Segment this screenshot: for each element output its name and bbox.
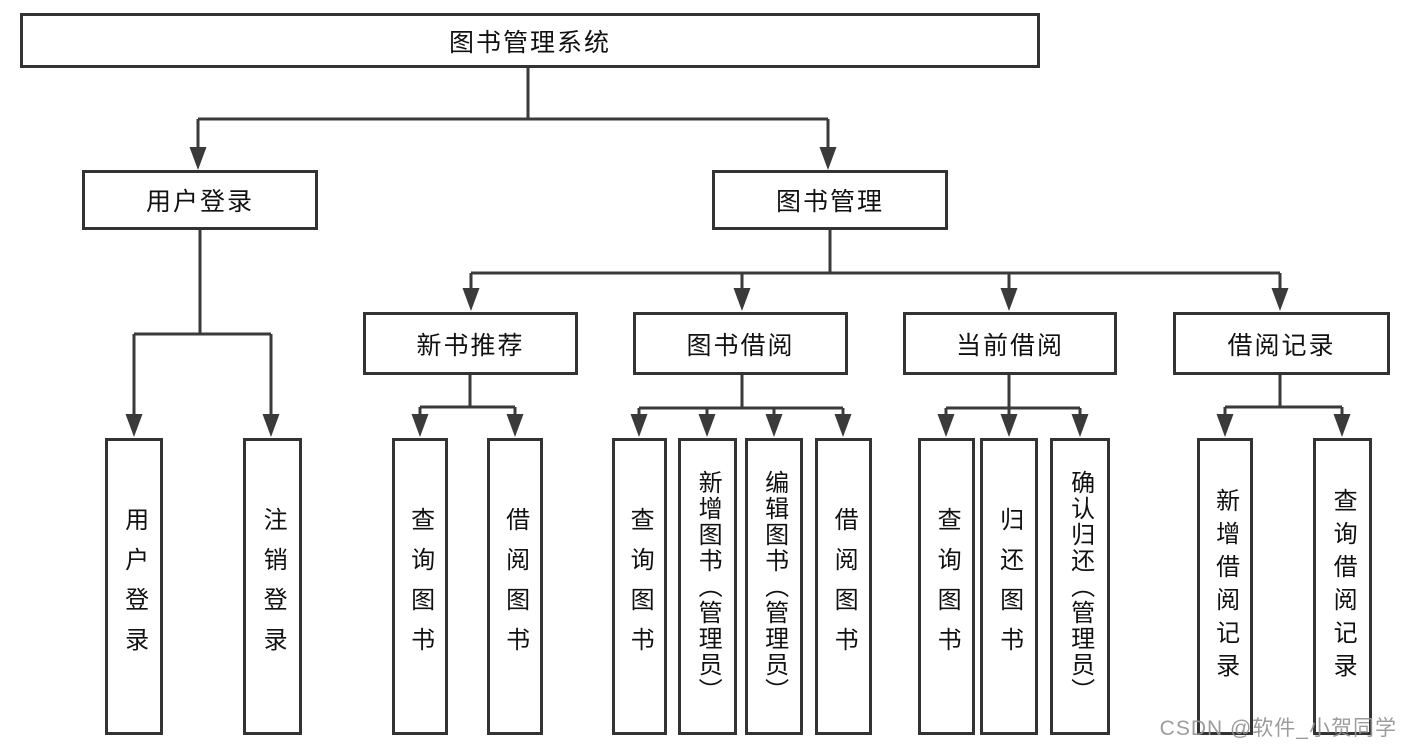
leaf-query-books-recommend: 查询图书: [392, 438, 448, 735]
leaf-add-book-admin: 新增图书（管理员）: [678, 438, 737, 735]
arrowhead: [189, 147, 207, 170]
arrowhead: [733, 288, 751, 311]
csdn-watermark: CSDN @软件_小贺同学: [1159, 717, 1397, 740]
leaf-logout: 注销登录: [243, 438, 302, 735]
leaf-label: 新增借阅记录: [1211, 487, 1239, 686]
node-book-borrow: 图书借阅: [633, 312, 848, 375]
node-current-borrow: 当前借阅: [903, 312, 1117, 375]
node-book-management: 图书管理: [712, 170, 948, 230]
connector-root: [196, 68, 830, 150]
connector-borrow-records: [1223, 375, 1344, 415]
arrowhead: [262, 414, 280, 437]
leaf-label: 借阅图书: [830, 506, 858, 667]
connector-current-borrow: [944, 375, 1082, 415]
arrowhead: [834, 414, 852, 437]
leaf-query-borrow-record: 查询借阅记录: [1313, 438, 1372, 735]
connector-new-book-recommend: [418, 375, 517, 415]
leaf-label: 查询图书: [933, 506, 961, 667]
arrowhead: [698, 414, 716, 437]
connector-user-login: [132, 230, 273, 415]
leaf-label: 编辑图书（管理员）: [760, 469, 788, 704]
arrowhead: [506, 414, 524, 437]
leaf-query-books-borrow: 查询图书: [612, 438, 667, 735]
leaf-label: 查询图书: [406, 506, 434, 667]
arrowhead: [1271, 288, 1289, 311]
node-new-book-recommend: 新书推荐: [363, 312, 578, 375]
arrowhead: [765, 414, 783, 437]
leaf-add-borrow-record: 新增借阅记录: [1197, 438, 1253, 735]
arrowhead: [411, 414, 429, 437]
arrowhead: [1000, 288, 1018, 311]
arrowhead: [630, 414, 648, 437]
arrowhead: [1000, 414, 1018, 437]
leaf-label: 用户登录: [120, 506, 148, 667]
leaf-label: 借阅图书: [501, 506, 529, 667]
node-label: 新书推荐: [416, 331, 525, 360]
connector-book-management: [469, 230, 1282, 291]
arrowhead: [462, 288, 480, 311]
node-label: 图书管理: [775, 188, 884, 216]
arrowhead: [125, 414, 143, 437]
leaf-confirm-return-admin: 确认归还（管理员）: [1050, 438, 1110, 735]
arrowhead: [1333, 414, 1351, 437]
arrowheads: [125, 147, 1351, 437]
arrowhead: [937, 414, 955, 437]
node-label: 当前借阅: [955, 331, 1064, 360]
node-borrow-records: 借阅记录: [1173, 312, 1390, 375]
arrowhead: [1071, 414, 1089, 437]
leaf-label: 归还图书: [995, 506, 1023, 667]
node-label: 图书管理系统: [448, 28, 611, 57]
node-label: 借阅记录: [1227, 331, 1336, 360]
arrowhead: [1216, 414, 1234, 437]
leaf-borrow-books-recommend: 借阅图书: [487, 438, 543, 735]
connector-book-borrow: [637, 375, 845, 415]
arrowhead: [819, 147, 837, 170]
leaf-return-book: 归还图书: [980, 438, 1038, 735]
leaf-label: 注销登录: [259, 506, 287, 667]
leaf-borrow-books: 借阅图书: [815, 438, 872, 735]
leaf-label: 新增图书（管理员）: [694, 469, 722, 704]
node-root: 图书管理系统: [20, 13, 1040, 68]
node-label: 图书借阅: [686, 331, 795, 360]
node-user-login: 用户登录: [82, 170, 318, 230]
leaf-user-login: 用户登录: [105, 438, 163, 735]
node-label: 用户登录: [145, 188, 254, 216]
leaf-label: 确认归还（管理员）: [1066, 469, 1094, 704]
leaf-label: 查询图书: [626, 506, 654, 667]
leaf-edit-book-admin: 编辑图书（管理员）: [745, 438, 803, 735]
leaf-label: 查询借阅记录: [1329, 487, 1357, 686]
leaf-query-books-current: 查询图书: [918, 438, 975, 735]
